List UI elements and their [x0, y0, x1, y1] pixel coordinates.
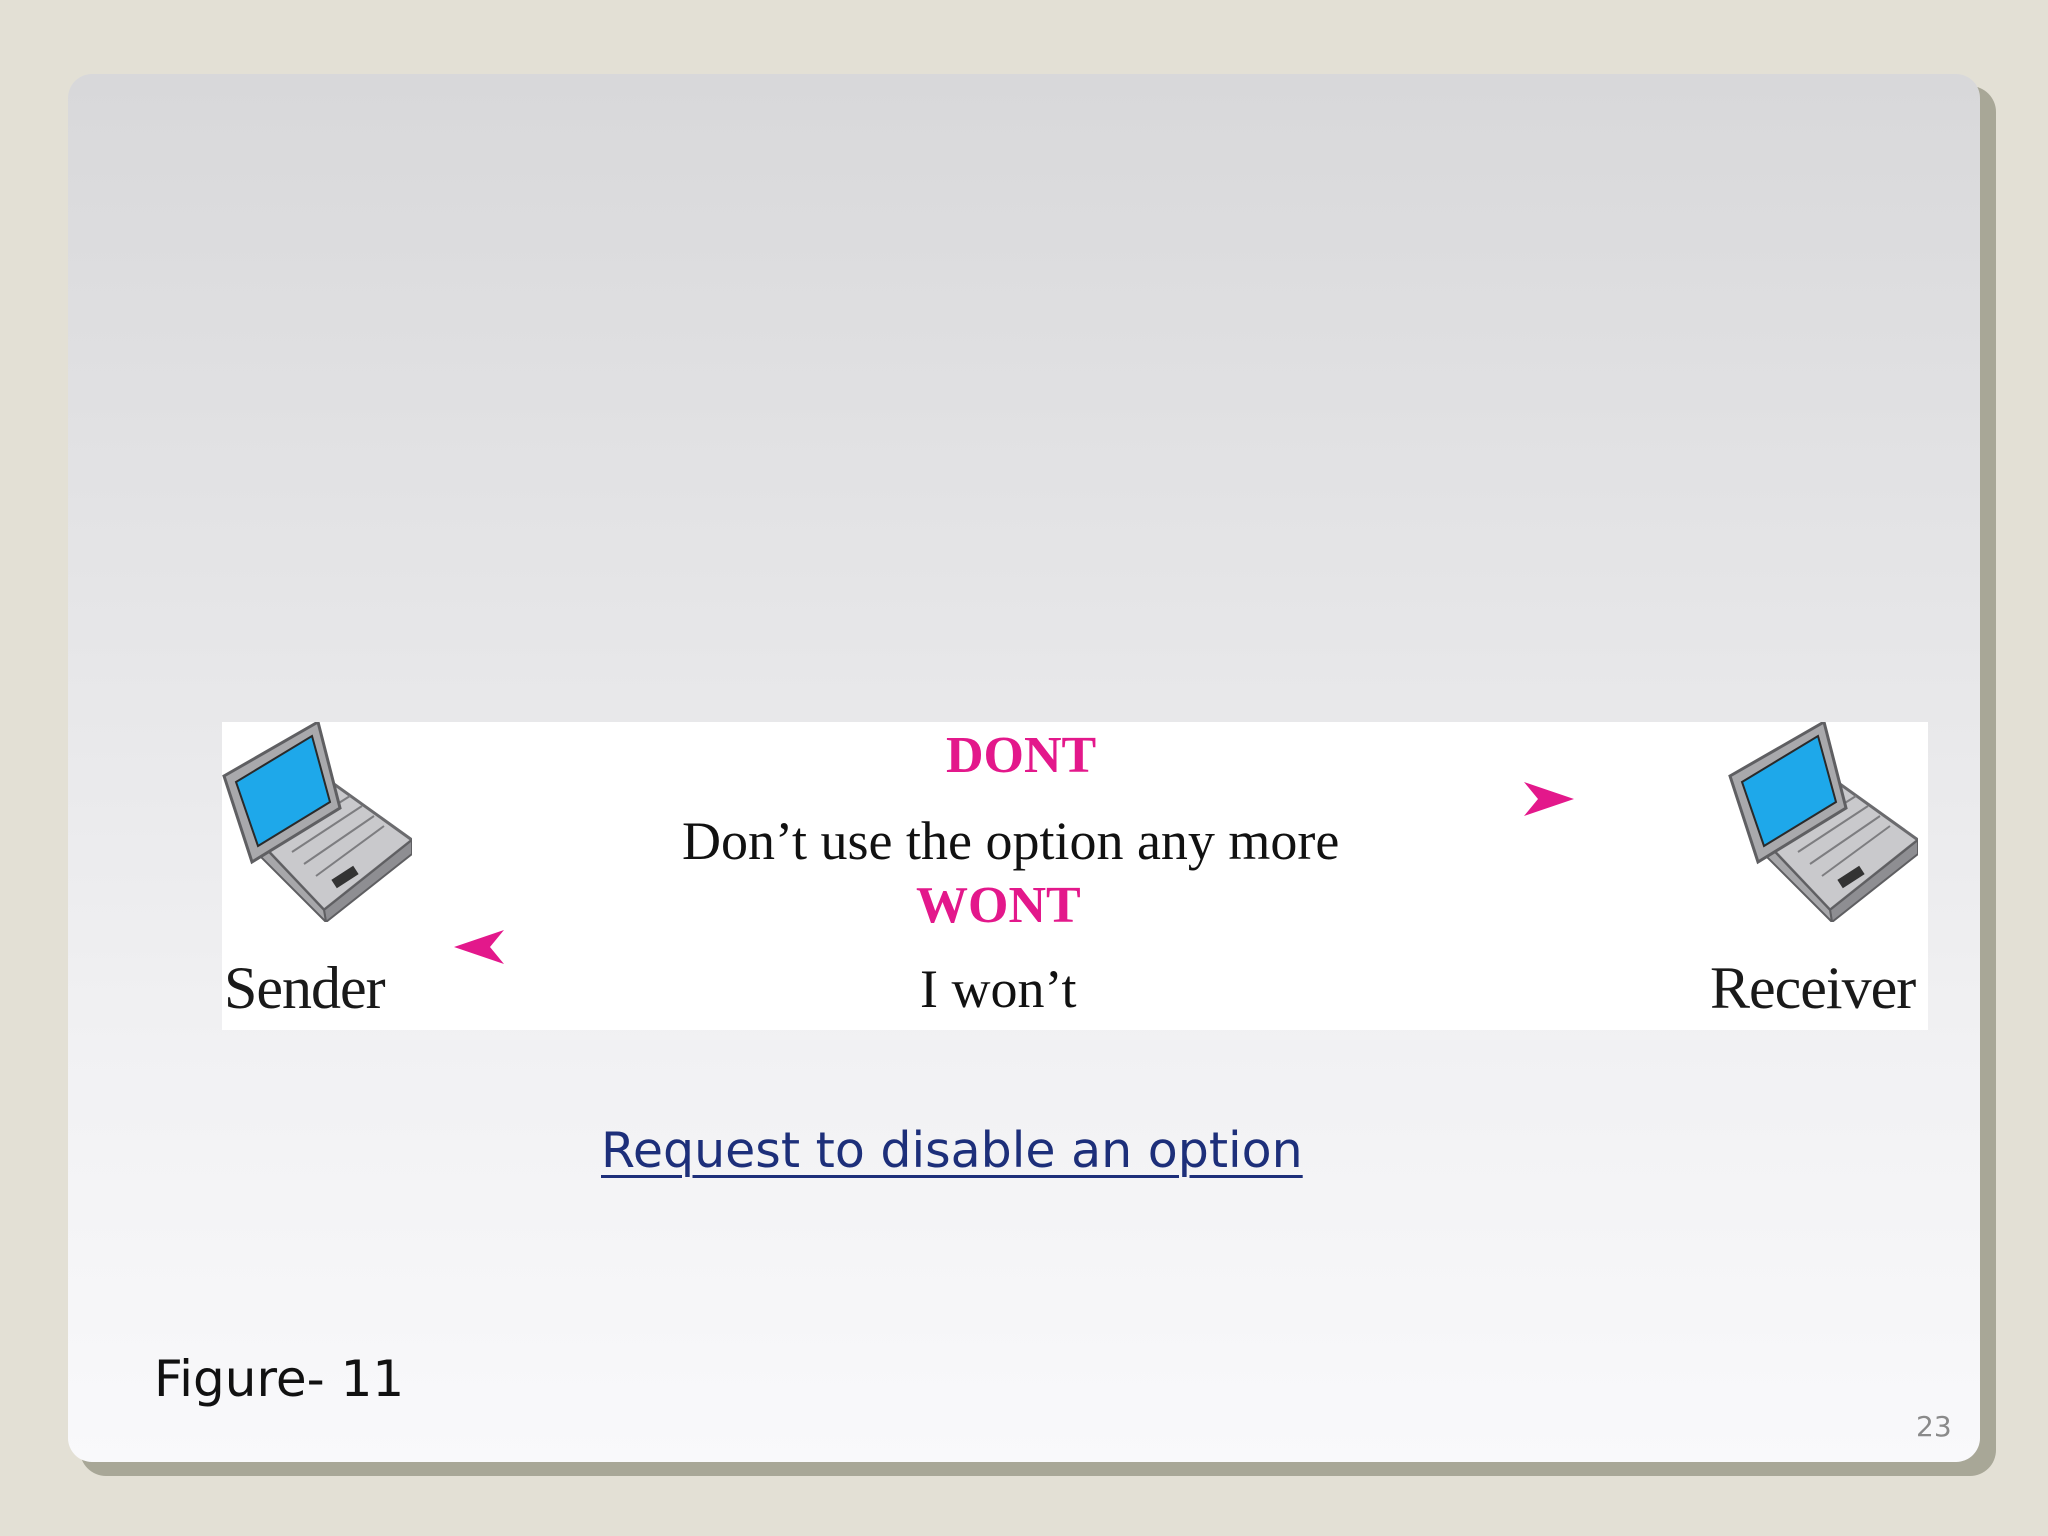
wont-message: I won’t [920, 959, 1077, 1019]
figure-caption-link[interactable]: Request to disable an option [601, 1122, 1303, 1179]
wont-command: WONT [916, 877, 1081, 934]
dont-message: Don’t use the option any more [682, 811, 1340, 871]
sender-label: Sender [224, 955, 386, 1021]
dont-command: DONT [946, 727, 1097, 784]
receiver-label: Receiver [1710, 955, 1916, 1021]
receiver-laptop-icon [1728, 722, 1918, 922]
page-number: 23 [1916, 1410, 1952, 1443]
left-arrowhead-icon [454, 930, 504, 968]
slide: Sender Receiver DONT Don’t use the optio… [68, 74, 1980, 1462]
diagram-figure: Sender Receiver DONT Don’t use the optio… [222, 722, 1928, 1030]
right-arrowhead-icon [1524, 782, 1574, 820]
figure-number: Figure- 11 [154, 1350, 405, 1408]
sender-laptop-icon [222, 722, 412, 922]
